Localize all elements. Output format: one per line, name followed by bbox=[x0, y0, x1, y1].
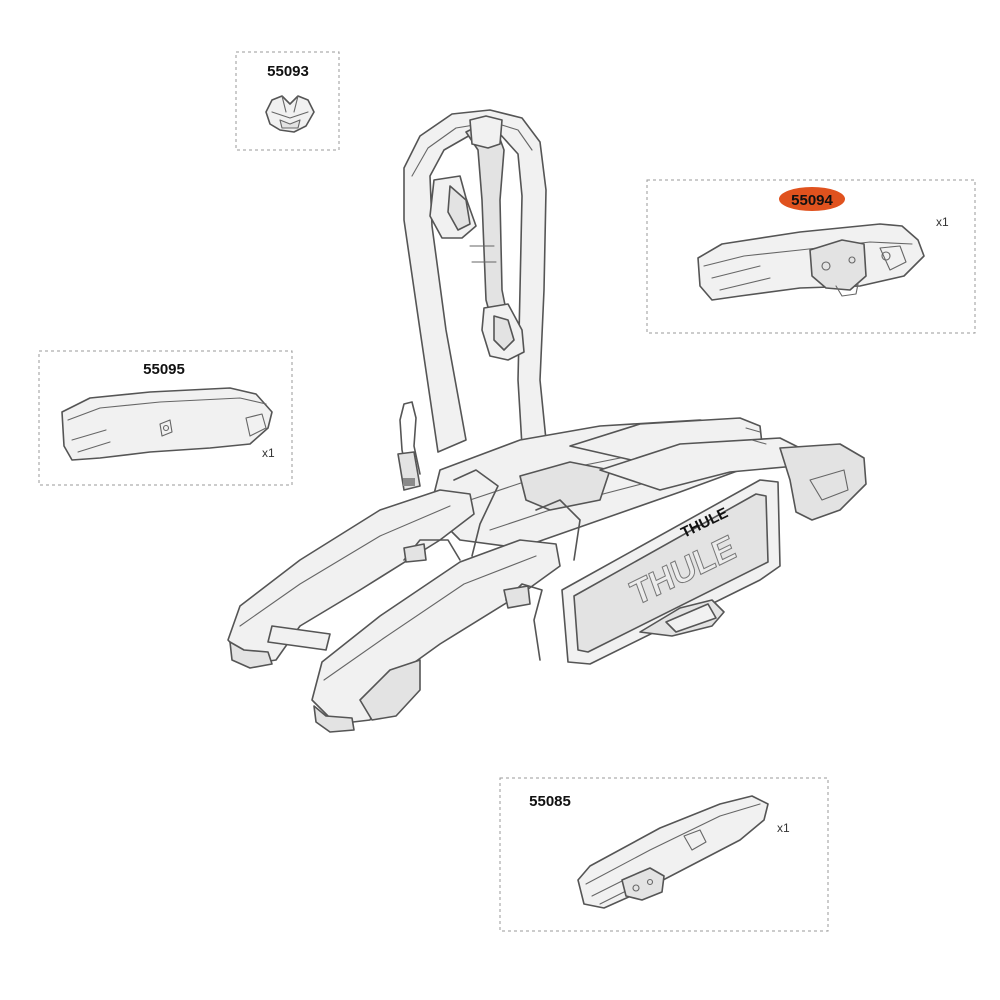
part-number-55095: 55095 bbox=[143, 361, 185, 378]
frame-holder-arm bbox=[429, 115, 525, 361]
bike-carrier-drawing: THULE THULE bbox=[227, 109, 867, 733]
part-box-55094: 55094 x1 bbox=[646, 179, 976, 334]
arm-part-drawing-55094 bbox=[697, 223, 925, 301]
part-number-55085: 55085 bbox=[529, 793, 571, 810]
wheel-tray-left bbox=[227, 489, 475, 669]
upright-arch bbox=[403, 109, 547, 453]
quantity-55094: x1 bbox=[936, 215, 949, 229]
quantity-55095: x1 bbox=[262, 446, 275, 460]
tray-crossbar bbox=[267, 625, 331, 651]
part-box-55085: 55085 x1 bbox=[499, 777, 829, 932]
clip-part-drawing bbox=[265, 95, 315, 133]
wheel-straps bbox=[403, 469, 581, 661]
highlight-badge-55094 bbox=[779, 187, 845, 211]
power-cable bbox=[397, 401, 421, 491]
tail-light-housing bbox=[639, 599, 725, 637]
wheel-tray-right bbox=[311, 539, 561, 733]
rail-end-part-drawing-55095 bbox=[61, 387, 273, 461]
number-plate-holder: THULE THULE bbox=[561, 479, 781, 665]
part-number-55094: 55094 bbox=[791, 192, 833, 209]
arm-part-drawing-55085 bbox=[577, 795, 769, 909]
rear-rails bbox=[569, 417, 867, 521]
part-number-55093: 55093 bbox=[267, 63, 309, 80]
part-box-55093: 55093 bbox=[235, 51, 340, 151]
quantity-55085: x1 bbox=[777, 821, 790, 835]
part-box-55095: 55095 x1 bbox=[38, 350, 293, 486]
